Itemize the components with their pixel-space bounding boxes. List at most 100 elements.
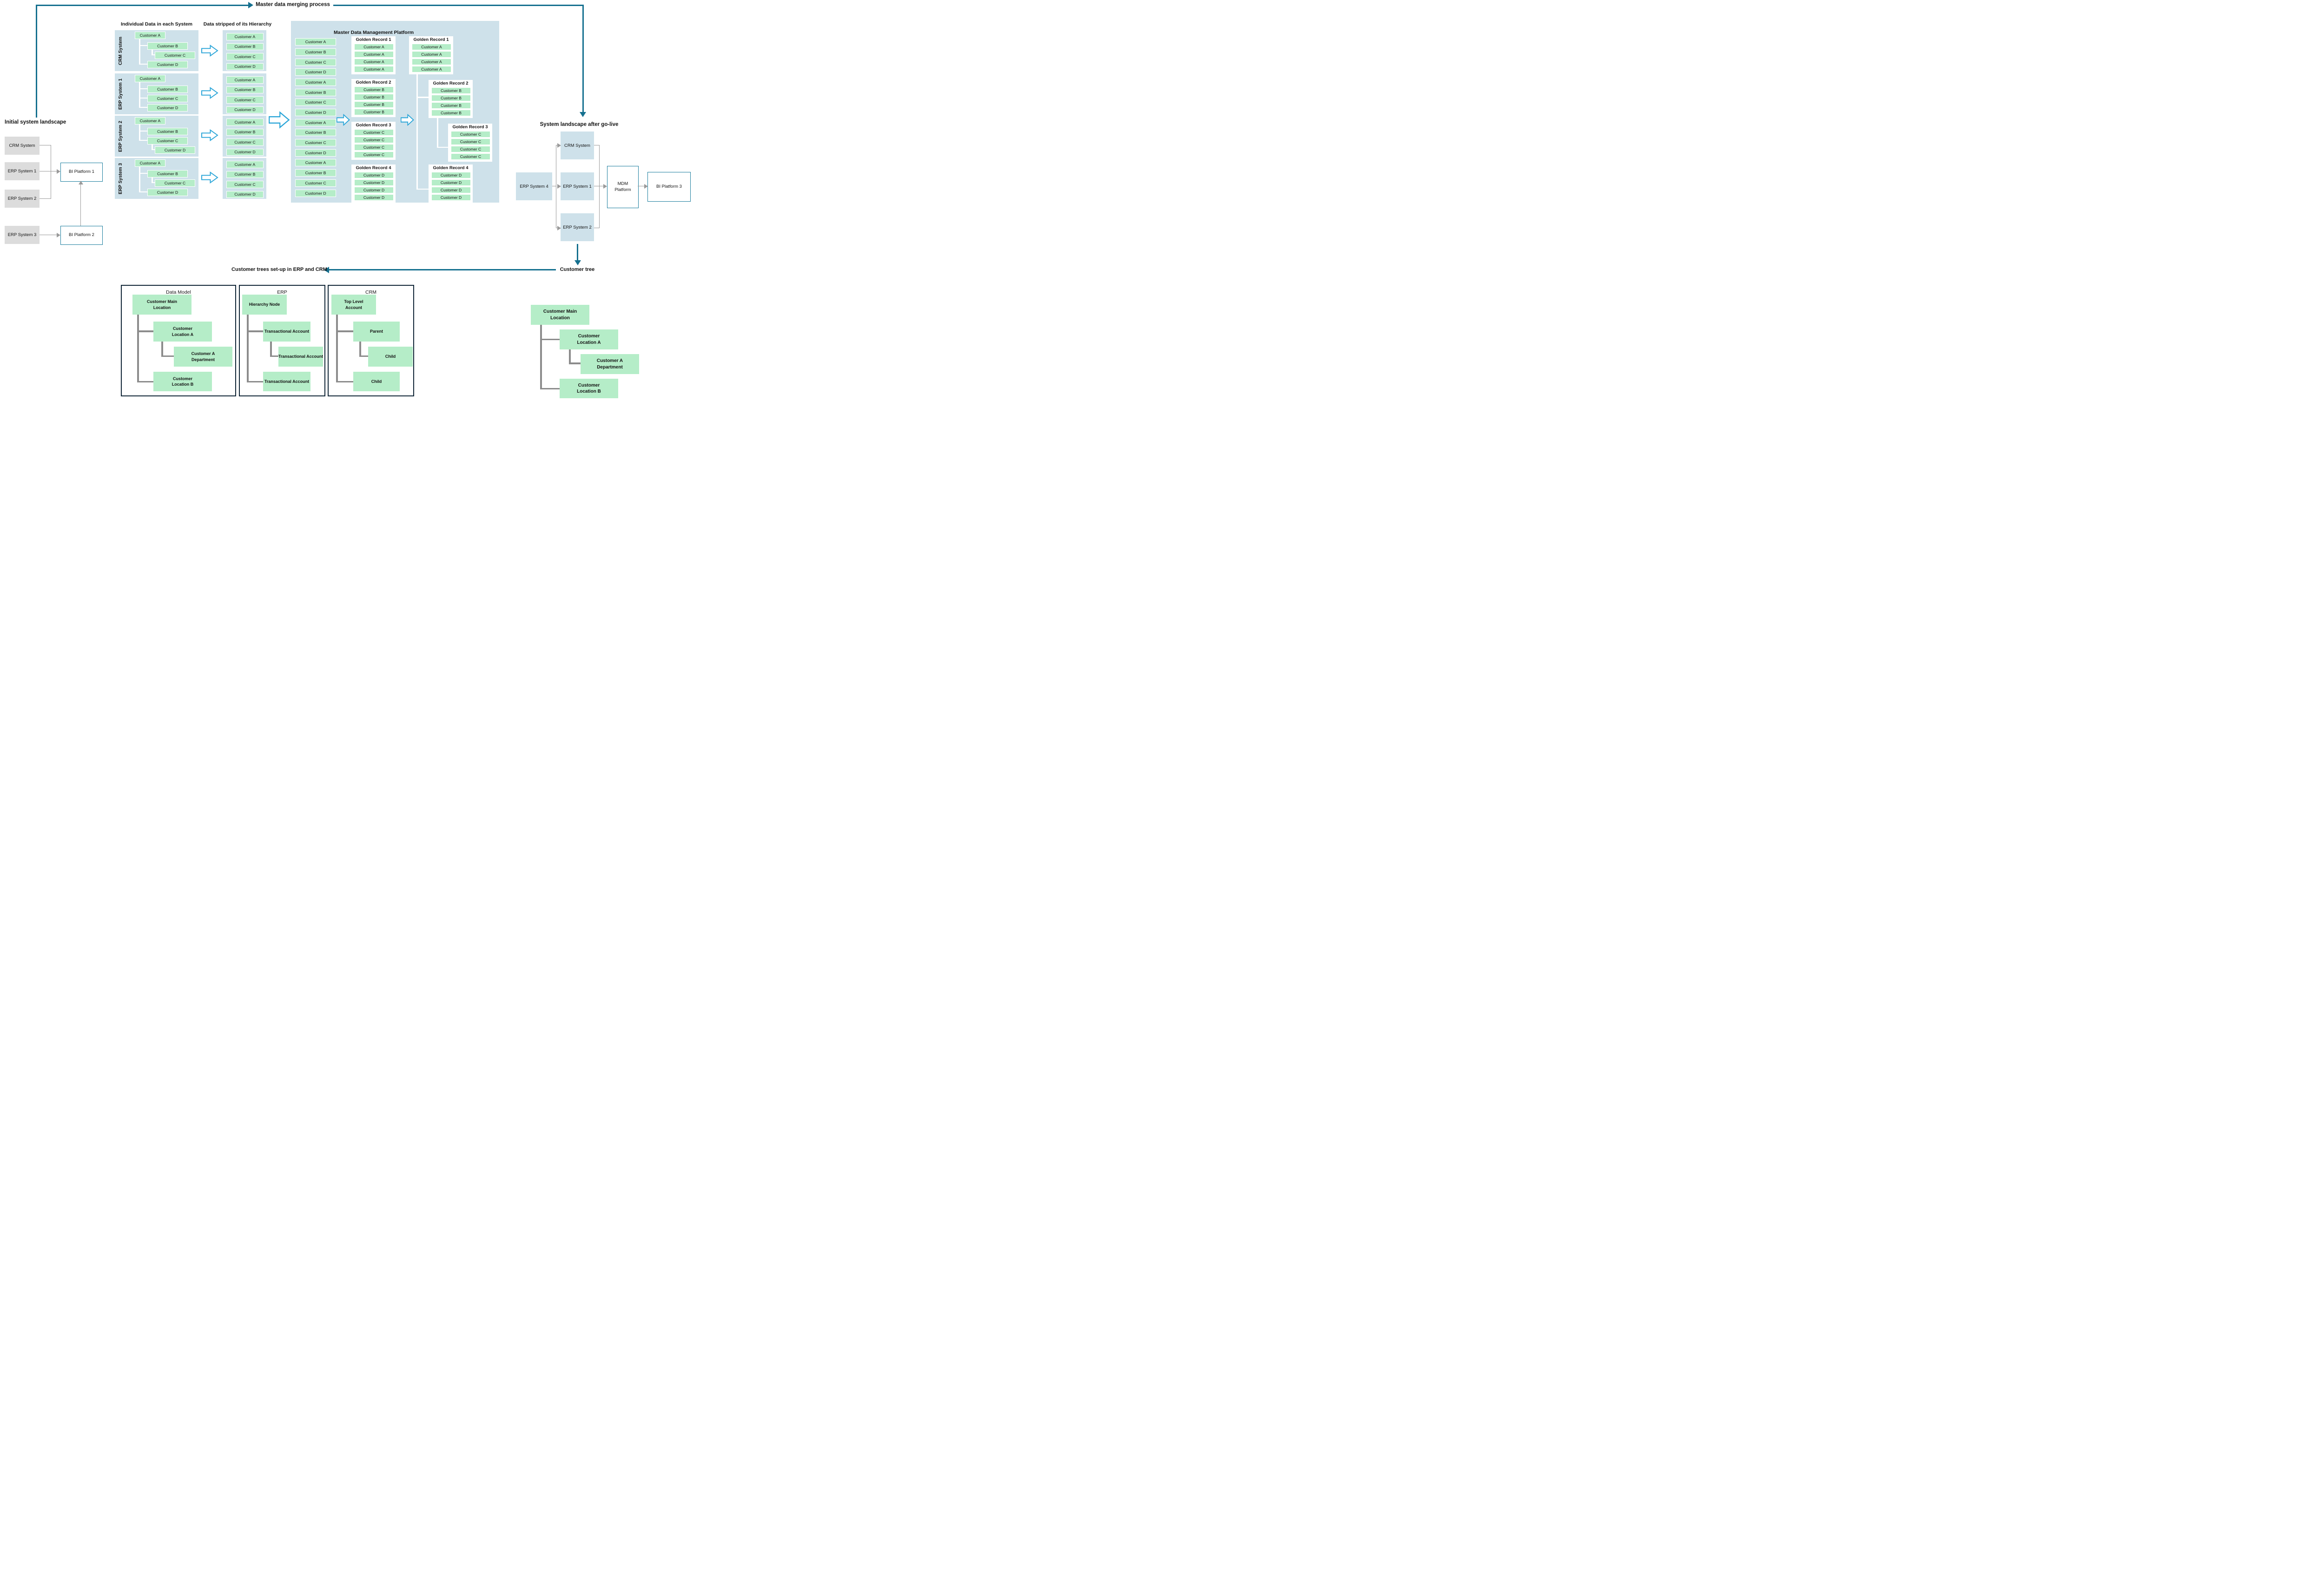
top-process-title: Master data merging process	[256, 2, 330, 7]
stripped-box-4: Customer A Customer B Customer C Custome…	[223, 158, 266, 199]
stripped-box-2: Customer A Customer B Customer C Custome…	[223, 73, 266, 114]
golive-bi-platform-3: BI Platform 3	[647, 172, 691, 202]
node-transactional-account-2: Transactional Account	[278, 347, 323, 367]
node-child-2: Child	[353, 372, 400, 391]
pool-row: Customer C	[295, 59, 336, 66]
tree-line	[137, 315, 139, 382]
golive-heading: System landscape after go-live	[540, 122, 619, 127]
golden-record-title: Golden Record 3	[452, 125, 488, 130]
arrowhead-crm-icon	[557, 143, 561, 148]
tree-line	[137, 381, 153, 382]
gr-row: Customer A	[354, 66, 394, 72]
system-box-crm: CRM System Customer A Customer B Custome…	[115, 30, 198, 71]
initial-erp-system-1: ERP System 1	[5, 162, 40, 180]
node-hierarchy-node: Hierarchy Node	[242, 295, 287, 315]
tree-line	[540, 325, 542, 389]
erp2-vertical-label: ERP System 2	[118, 120, 124, 152]
node-customer-a: Customer A	[135, 117, 165, 125]
initial-erp-system-3: ERP System 3	[5, 226, 40, 244]
pool-row: Customer A	[295, 79, 336, 86]
golden-record-title: Golden Record 4	[356, 165, 391, 171]
arrowhead-right-icon	[248, 2, 253, 8]
node-child-1: Child	[368, 347, 413, 367]
gr-tree-line	[416, 188, 429, 190]
golden-record-tree-1: Golden Record 1 Customer A Customer A Cu…	[409, 36, 453, 74]
pool-row: Customer D	[295, 109, 336, 116]
tree-line	[152, 149, 155, 150]
gr-row: Customer A	[412, 59, 451, 65]
data-model-box: Data Model Customer Main Location Custom…	[121, 285, 236, 396]
individual-data-heading: Individual Data in each System	[120, 21, 193, 27]
flow-line-bottom	[329, 269, 556, 270]
gr-row: Customer B	[431, 110, 471, 116]
customer-tree-label: Customer tree	[560, 267, 595, 272]
tree-line	[270, 355, 279, 357]
pool-row: Customer A	[295, 38, 336, 46]
node-customer-a-department: Customer A Department	[581, 354, 639, 374]
gr-row: Customer C	[354, 137, 394, 143]
gr-row: Customer C	[451, 131, 490, 138]
pool-row: Customer C	[295, 139, 336, 146]
stripped-box-1: Customer A Customer B Customer C Custome…	[223, 30, 266, 71]
tree-line	[569, 362, 581, 364]
node-customer-d: Customer D	[147, 61, 188, 68]
stripped-row: Customer A	[226, 33, 264, 40]
node-top-level-account: Top Level Account	[331, 295, 376, 315]
stripped-row: Customer B	[226, 171, 264, 178]
system-box-erp3: ERP System 3 Customer A Customer B Custo…	[115, 158, 198, 199]
gr-row: Customer B	[431, 87, 471, 94]
node-customer-location-b: Customer Location B	[560, 379, 618, 398]
golden-record-title: Golden Record 1	[413, 37, 449, 42]
arrowhead-up-bi1-icon	[79, 181, 83, 184]
node-customer-c: Customer C	[155, 179, 195, 187]
golden-record-tree-2: Golden Record 2 Customer B Customer B Cu…	[429, 80, 473, 118]
gr-row: Customer D	[431, 179, 471, 186]
node-customer-location-b: Customer Location B	[153, 372, 212, 391]
gr-tree-line	[437, 146, 448, 148]
stripped-row: Customer B	[226, 43, 264, 50]
stripped-row: Customer C	[226, 53, 264, 60]
erp1-vertical-label: ERP System 1	[118, 78, 124, 110]
tree-line	[139, 172, 147, 174]
block-arrow-icon	[269, 111, 290, 129]
tree-line	[161, 342, 163, 357]
arrowhead-down-icon	[574, 260, 581, 265]
node-customer-b: Customer B	[147, 170, 188, 178]
erp-title: ERP	[277, 289, 287, 295]
gr-row: Customer C	[354, 144, 394, 151]
crm-box: CRM Top Level Account Parent Child Child	[328, 285, 414, 396]
flow-line-top-2	[333, 5, 584, 6]
gr-row: Customer B	[354, 86, 394, 93]
golden-record-title: Golden Record 2	[433, 81, 469, 86]
stripped-box-3: Customer A Customer B Customer C Custome…	[223, 116, 266, 157]
flow-line-left-vertical	[36, 5, 37, 118]
bi-platform-2: BI Platform 2	[60, 226, 103, 245]
block-arrow-icon	[201, 45, 218, 57]
tree-line	[139, 38, 140, 65]
gr-tree-line	[416, 97, 429, 98]
node-customer-location-a: Customer Location A	[560, 329, 618, 349]
node-customer-location-a: Customer Location A	[153, 322, 212, 342]
flow-line-top-1	[36, 5, 248, 6]
tree-line	[152, 49, 153, 55]
stripped-row: Customer D	[226, 191, 264, 198]
tree-line	[139, 130, 147, 132]
tree-line	[139, 63, 147, 65]
node-customer-d: Customer D	[147, 189, 188, 196]
gr-row: Customer C	[354, 129, 394, 136]
bottom-flow-label: Customer trees set-up in ERP and CRM	[231, 267, 327, 272]
flow-line-to-customer-tree	[577, 244, 578, 260]
tree-line	[139, 45, 147, 46]
gr-row: Customer A	[354, 44, 394, 50]
tree-line	[540, 338, 560, 340]
gr-row: Customer D	[354, 172, 394, 178]
gr-tree-line	[416, 74, 418, 190]
gr-row: Customer A	[354, 51, 394, 58]
node-customer-a: Customer A	[135, 75, 165, 82]
gr-row: Customer D	[431, 194, 471, 201]
gr-row: Customer C	[451, 146, 490, 152]
bi-platform-1: BI Platform 1	[60, 163, 103, 182]
connector-golive-trunk-right	[599, 145, 600, 228]
gr-row: Customer B	[354, 101, 394, 108]
golive-crm-system: CRM System	[561, 132, 594, 159]
